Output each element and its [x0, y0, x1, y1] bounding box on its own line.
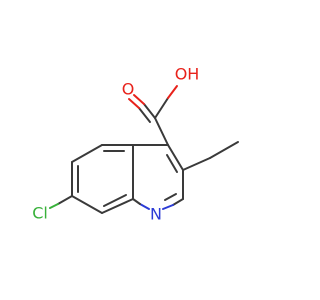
- bond-c2-n-inner: [164, 193, 177, 201]
- bond-ccooh-oh-red: [167, 85, 178, 99]
- bond-ccooh-o-2-red: [128, 98, 140, 109]
- pyridine-ring: [132, 144, 184, 210]
- molecule-structure: O OH Cl N: [32, 65, 239, 224]
- bond-c8-c8a: [101, 198, 134, 214]
- bond-n-c8a: [139, 203, 150, 210]
- bond-c4-ccooh: [154, 117, 169, 146]
- bond-c4-c3-inner: [166, 154, 178, 173]
- bond-c7-c8: [71, 195, 103, 214]
- bond-c7-cl-green: [49, 203, 59, 209]
- bond-c4-c3: [167, 144, 184, 171]
- bond-ccooh-o-1-red: [133, 94, 145, 105]
- ethyl-group: [182, 141, 239, 171]
- bond-c8-c8a-inner: [103, 194, 127, 207]
- carboxylic-acid-group: [128, 85, 178, 146]
- atom-label-o: O: [122, 80, 135, 99]
- bond-ccooh-o-2: [138, 107, 151, 123]
- bond-ccooh-o-1: [143, 103, 156, 119]
- bond-n-c8a-grey: [132, 198, 141, 205]
- benzene-ring: [49, 144, 134, 214]
- bond-c7-cl: [57, 195, 73, 205]
- atom-label-n: N: [150, 205, 162, 224]
- atom-label-oh: OH: [175, 65, 200, 84]
- bond-c2-n: [172, 198, 184, 206]
- bond-c3-ch2: [182, 157, 211, 171]
- atom-label-cl: Cl: [32, 204, 48, 223]
- bond-c5-c6: [71, 144, 103, 163]
- bond-ccooh-oh: [154, 97, 169, 119]
- bond-c2-n-blue: [162, 204, 174, 210]
- bond-ch2-ch3: [209, 141, 239, 159]
